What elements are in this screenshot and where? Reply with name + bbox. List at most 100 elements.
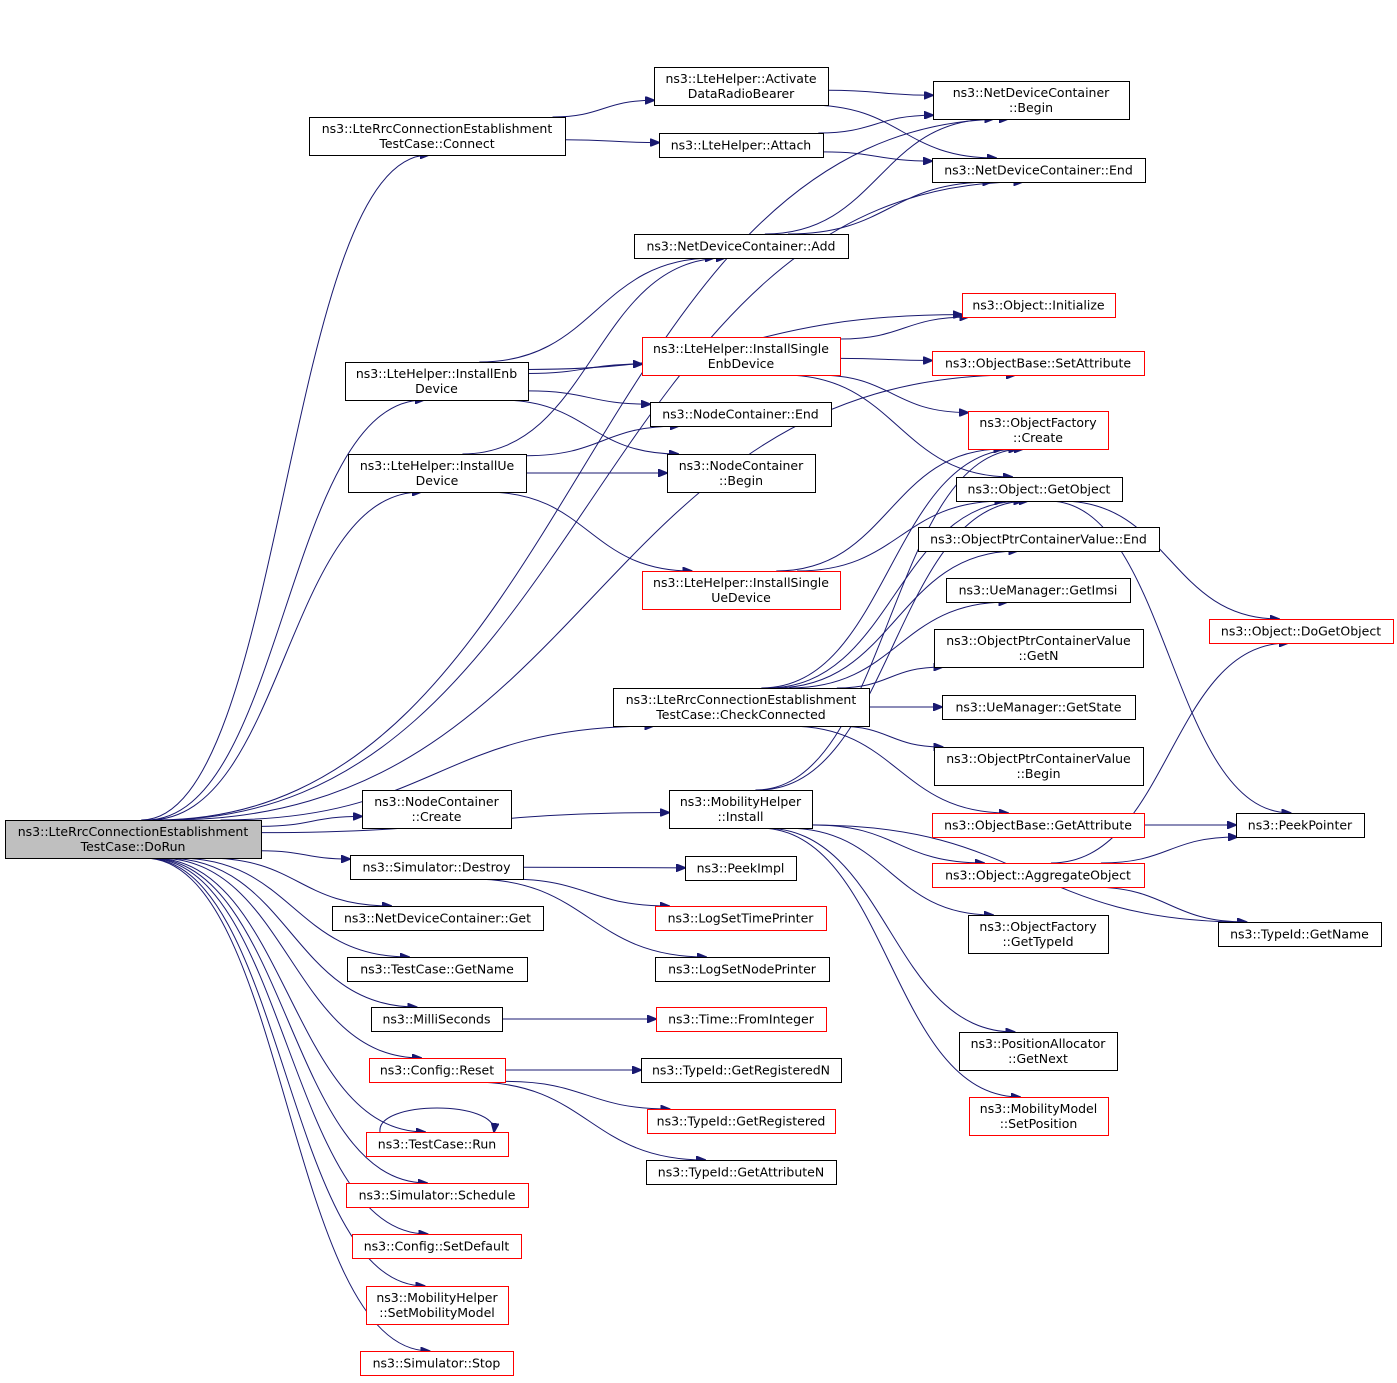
node-log-set-time[interactable]: ns3::LogSetTimePrinter <box>655 906 827 931</box>
node-ndcget[interactable]: ns3::NetDeviceContainer::Get <box>332 906 544 931</box>
node-box <box>654 67 829 106</box>
node-mob-install[interactable]: ns3::MobilityHelper::Install <box>669 790 813 829</box>
node-peek-pointer[interactable]: ns3::PeekPointer <box>1236 813 1365 838</box>
node-ofcreate[interactable]: ns3::ObjectFactory::Create <box>968 411 1109 450</box>
node-ofget-type-id[interactable]: ns3::ObjectFactory::GetTypeId <box>968 915 1109 954</box>
node-get-object[interactable]: ns3::Object::GetObject <box>956 477 1123 502</box>
call-edge <box>527 390 650 404</box>
node-aggregate[interactable]: ns3::Object::AggregateObject <box>932 863 1145 888</box>
edge-mob-install-to-mmset-pos <box>758 827 1020 1097</box>
edge-inst-enb-to-ncbegin <box>499 399 678 454</box>
node-box <box>362 790 512 829</box>
node-label-line: ns3::Object::Initialize <box>972 298 1105 313</box>
call-edge <box>552 100 654 118</box>
node-label-line: ns3::Config::Reset <box>380 1063 494 1078</box>
node-box <box>655 957 830 982</box>
node-do-get-object[interactable]: ns3::Object::DoGetObject <box>1209 619 1394 644</box>
node-box <box>5 820 262 859</box>
node-box <box>371 1007 503 1032</box>
node-ndcend[interactable]: ns3::NetDeviceContainer::End <box>932 158 1146 183</box>
call-edge <box>479 258 714 363</box>
edge-get-object-to-do-get-object <box>1061 500 1279 619</box>
node-box <box>360 1351 514 1376</box>
node-box <box>634 234 849 259</box>
node-tcget-name[interactable]: ns3::TestCase::GetName <box>347 957 528 982</box>
call-edge <box>774 551 1018 689</box>
node-label-line: ns3::NodeContainer::End <box>662 407 818 422</box>
node-box <box>968 915 1109 954</box>
node-do-run[interactable]: ns3::LteRrcConnectionEstablishmentTestCa… <box>5 820 262 859</box>
node-get-reg[interactable]: ns3::TypeId::GetRegistered <box>647 1109 836 1134</box>
node-box <box>934 747 1144 786</box>
node-milli-seconds[interactable]: ns3::MilliSeconds <box>371 1007 503 1032</box>
node-opcvget-n[interactable]: ns3::ObjectPtrContainerValue::GetN <box>934 629 1144 668</box>
node-get-reg-n[interactable]: ns3::TypeId::GetRegisteredN <box>641 1058 842 1083</box>
node-check-conn[interactable]: ns3::LteRrcConnectionEstablishmentTestCa… <box>613 688 870 727</box>
node-get-attr-n[interactable]: ns3::TypeId::GetAttributeN <box>646 1160 837 1185</box>
edge-do-run-to-sim-stop <box>144 857 430 1351</box>
node-get-imsi[interactable]: ns3::UeManager::GetImsi <box>946 578 1131 603</box>
node-set-default[interactable]: ns3::Config::SetDefault <box>352 1234 522 1259</box>
node-ncend[interactable]: ns3::NodeContainer::End <box>650 402 832 427</box>
node-label-line: ns3::ObjectPtrContainerValue <box>946 633 1131 648</box>
call-edge <box>761 449 1017 689</box>
node-box <box>932 863 1145 888</box>
edge-sim-destroy-to-log-set-time <box>508 878 669 906</box>
node-peek-impl[interactable]: ns3::PeekImpl <box>685 856 797 881</box>
node-mmset-pos[interactable]: ns3::MobilityModel::SetPosition <box>969 1097 1109 1136</box>
node-box <box>309 117 566 156</box>
edge-config-reset-to-get-attr-n <box>472 1081 705 1160</box>
node-connect[interactable]: ns3::LteRrcConnectionEstablishmentTestCa… <box>309 117 566 156</box>
edge-check-conn-to-opcvget-n <box>836 667 943 689</box>
node-obj-init[interactable]: ns3::Object::Initialize <box>962 293 1116 318</box>
node-box <box>669 790 813 829</box>
node-label-line: ns3::LteRrcConnectionEstablishment <box>18 824 249 839</box>
node-label-line: ns3::LogSetNodePrinter <box>668 962 817 977</box>
node-sim-schedule[interactable]: ns3::Simulator::Schedule <box>346 1183 529 1208</box>
node-get-attr[interactable]: ns3::ObjectBase::GetAttribute <box>932 813 1145 838</box>
call-edge <box>147 857 427 1234</box>
node-sim-stop[interactable]: ns3::Simulator::Stop <box>360 1351 514 1376</box>
node-box <box>962 293 1116 318</box>
node-log-set-node[interactable]: ns3::LogSetNodePrinter <box>655 957 830 982</box>
edge-inst-enb-to-ncend <box>527 390 650 404</box>
node-label-line: ::GetNext <box>1008 1051 1068 1066</box>
node-set-attr[interactable]: ns3::ObjectBase::SetAttribute <box>932 351 1145 376</box>
node-label-line: ns3::Object::DoGetObject <box>1221 624 1381 639</box>
edge-check-conn-to-opcvbegin <box>836 725 943 747</box>
node-box <box>946 578 1131 603</box>
node-config-reset[interactable]: ns3::Config::Reset <box>369 1058 506 1083</box>
node-get-state[interactable]: ns3::UeManager::GetState <box>942 695 1136 720</box>
edge-do-run-to-connect <box>141 155 429 821</box>
node-type-id-get-name[interactable]: ns3::TypeId::GetName <box>1218 922 1382 947</box>
node-attach[interactable]: ns3::LteHelper::Attach <box>659 133 824 158</box>
node-label-line: ns3::TypeId::GetAttributeN <box>658 1165 824 1180</box>
node-label-line: ::GetTypeId <box>1002 934 1073 949</box>
edge-inst-ue-to-inst-single-ue <box>486 491 691 571</box>
node-ndcbegin[interactable]: ns3::NetDeviceContainer::Begin <box>933 81 1130 120</box>
call-edge <box>169 375 1015 821</box>
node-label-line: EnbDevice <box>708 356 775 371</box>
node-nccreate[interactable]: ns3::NodeContainer::Create <box>362 790 512 829</box>
node-label-line: ns3::Object::AggregateObject <box>945 868 1131 883</box>
call-edge <box>785 827 993 915</box>
call-edge <box>839 358 932 360</box>
node-paget-next[interactable]: ns3::PositionAllocator::GetNext <box>959 1032 1118 1071</box>
call-edge <box>148 492 421 821</box>
node-tcrun[interactable]: ns3::TestCase::Run <box>366 1132 509 1157</box>
node-ncbegin[interactable]: ns3::NodeContainer::Begin <box>667 454 816 493</box>
node-opcvend[interactable]: ns3::ObjectPtrContainerValue::End <box>918 527 1160 552</box>
node-from-integer[interactable]: ns3::Time::FromInteger <box>656 1007 827 1032</box>
edge-do-run-to-inst-enb <box>145 400 424 821</box>
node-sim-destroy[interactable]: ns3::Simulator::Destroy <box>350 855 524 880</box>
node-box <box>346 1183 529 1208</box>
edge-do-run-to-inst-ue <box>148 492 421 821</box>
node-opcvbegin[interactable]: ns3::ObjectPtrContainerValue::Begin <box>934 747 1144 786</box>
node-set-mob-model[interactable]: ns3::MobilityHelper::SetMobilityModel <box>366 1286 509 1325</box>
node-ndcadd[interactable]: ns3::NetDeviceContainer::Add <box>634 234 849 259</box>
